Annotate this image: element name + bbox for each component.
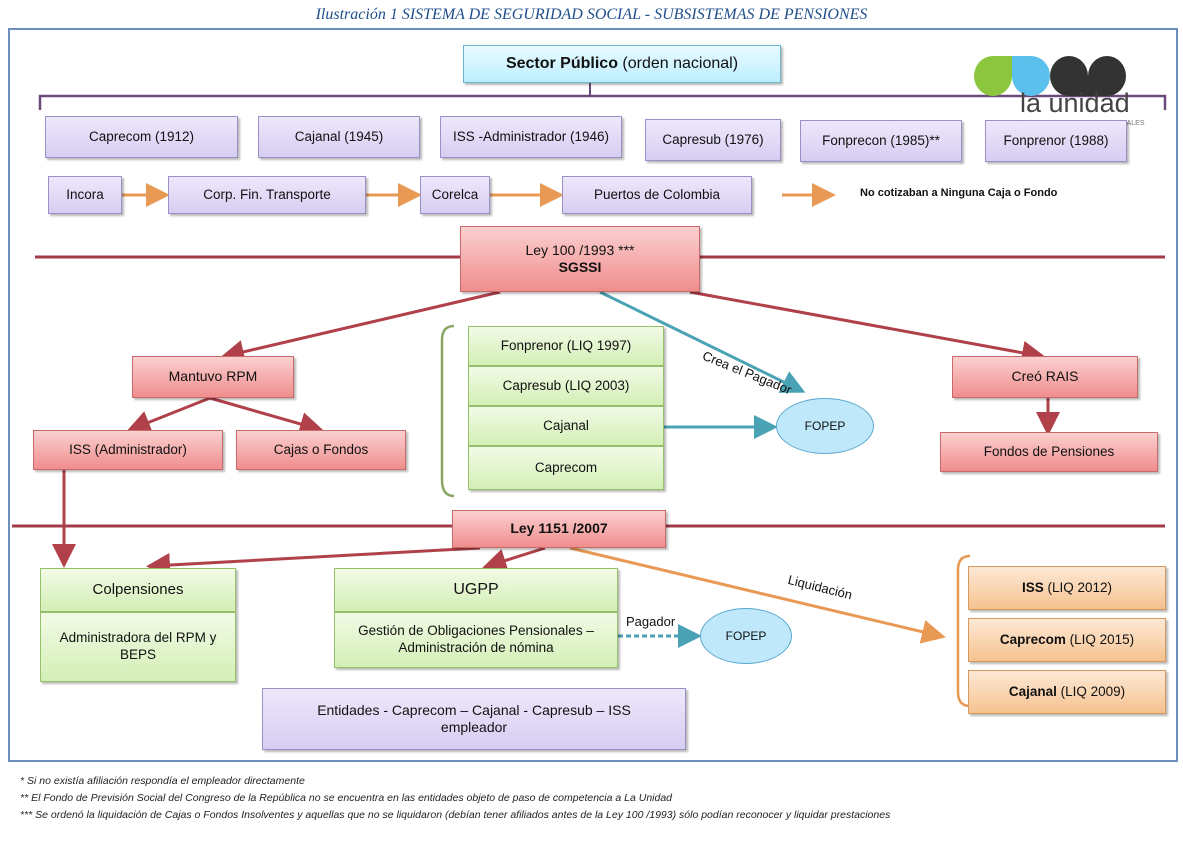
arrow-ley100-mantuvo (220, 290, 501, 364)
arrow-mantuvo-iss (126, 396, 211, 434)
arrow-mantuvo-cajas (209, 396, 324, 436)
entity-corelca: Corelca (420, 176, 490, 214)
figure-caption: Ilustración 1 SISTEMA DE SEGURIDAD SOCIA… (315, 6, 868, 23)
entity-puertos-colombia: Puertos de Colombia (562, 176, 752, 214)
ugpp-desc: Gestión de Obligaciones Pensionales – Ad… (334, 612, 618, 668)
arrow-ley1151-colpensiones (146, 546, 481, 577)
ley1151-box: Ley 1151 /2007 (452, 510, 666, 548)
dark-shape-icon (1088, 56, 1126, 96)
liq-caprecom: Caprecom (468, 446, 664, 490)
footnote-3: *** Se ordenó la liquidación de Cajas o … (20, 809, 891, 821)
entity-fonprenor: Fonprenor (1988) (985, 120, 1127, 162)
logo-text: la unidad (1020, 88, 1130, 118)
sector-rest: (orden nacional) (617, 55, 739, 72)
creo-rais-box: Creó RAIS (952, 356, 1138, 398)
liq-iss-2012: ISS (LIQ 2012) (968, 566, 1166, 610)
arrow-ley100-fopep (599, 290, 806, 393)
liq-cajanal-rest: (LIQ 2009) (1056, 683, 1126, 699)
entity-fonprecon: Fonprecon (1985)** (800, 120, 962, 162)
entity-incora: Incora (48, 176, 122, 214)
liq-cajanal-bold: Cajanal (1008, 683, 1057, 699)
arrow-ley1151-liquidacion (569, 546, 946, 644)
liq-iss-bold: ISS (1021, 579, 1044, 595)
entity-capresub: Capresub (1976) (645, 119, 781, 161)
ley100-line1: Ley 100 /1993 *** (525, 241, 635, 258)
liq-fonprenor: Fonprenor (LIQ 1997) (468, 326, 664, 366)
fopep-ellipse: FOPEP (776, 398, 874, 454)
footnote-1: * Si no existía afiliación respondía el … (20, 775, 305, 787)
sector-bold: Sector Público (505, 55, 618, 72)
fondos-pensiones-box: Fondos de Pensiones (940, 432, 1158, 472)
sector-publico-box: Sector Público (orden nacional) (463, 45, 781, 83)
green-leaf-icon (974, 56, 1012, 96)
cajas-fondos-box: Cajas o Fondos (236, 430, 406, 470)
colpensiones-desc: Administradora del RPM y BEPS (40, 612, 236, 682)
liq-capresub: Capresub (LIQ 2003) (468, 366, 664, 406)
no-cotizaban-label: No cotizaban a Ninguna Caja o Fondo (860, 187, 1058, 199)
mantuvo-rpm-box: Mantuvo RPM (132, 356, 294, 398)
liq-list-bracket (440, 324, 455, 498)
arrow-ley100-rais (689, 290, 1046, 365)
footnote-2: ** El Fondo de Previsión Social del Cong… (20, 792, 673, 804)
iss-administrador-box: ISS (Administrador) (33, 430, 223, 470)
ugpp-title: UGPP (334, 568, 618, 612)
liq-caprecom-bold: Caprecom (999, 631, 1066, 647)
sector-bracket (38, 94, 1167, 110)
liq-iss-rest: (LIQ 2012) (1043, 579, 1113, 595)
entity-corp-fin-transporte: Corp. Fin. Transporte (168, 176, 366, 214)
entidades-empleador-box: Entidades - Caprecom – Cajanal - Capresu… (262, 688, 686, 750)
colpensiones-title: Colpensiones (40, 568, 236, 612)
footnotes: * Si no existía afiliación respondía el … (20, 773, 890, 824)
entity-caprecom: Caprecom (1912) (45, 116, 238, 158)
blue-drop-icon (1012, 56, 1050, 96)
arrow-ley1151-ugpp (482, 546, 546, 573)
fopep-ellipse-2: FOPEP (700, 608, 792, 664)
liq-caprecom-2015: Caprecom (LIQ 2015) (968, 618, 1166, 662)
pagador-label: Pagador (626, 614, 676, 629)
liq-cajanal-2009: Cajanal (LIQ 2009) (968, 670, 1166, 714)
entity-cajanal: Cajanal (1945) (258, 116, 420, 158)
liq-right-bracket (956, 554, 971, 708)
dark-shape-icon (1050, 56, 1088, 96)
liq-cajanal: Cajanal (468, 406, 664, 446)
ley100-box: Ley 100 /1993 *** SGSSI (460, 226, 700, 292)
ley100-line2: SGSSI (558, 259, 602, 275)
liq-caprecom-rest: (LIQ 2015) (1065, 631, 1135, 647)
entity-iss-administrador: ISS -Administrador (1946) (440, 116, 622, 158)
